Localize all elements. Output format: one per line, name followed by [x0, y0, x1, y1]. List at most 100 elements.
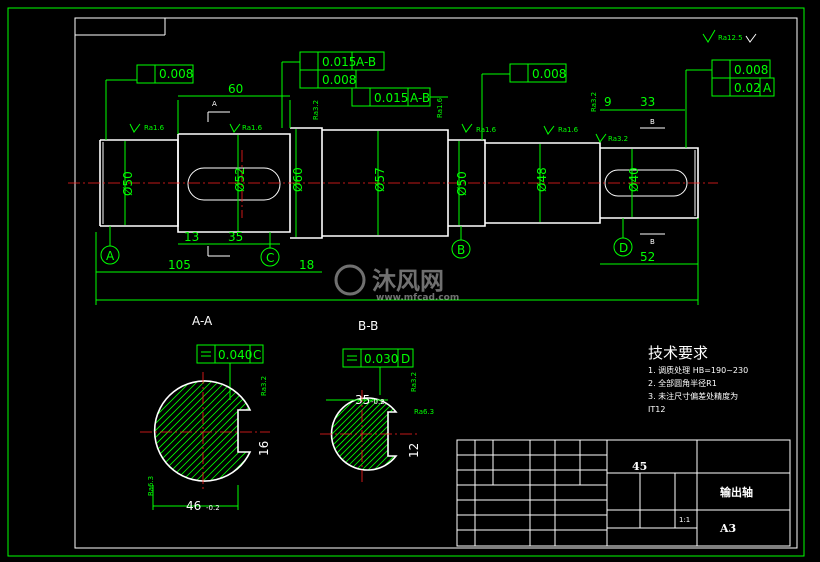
title-part-name: 输出轴 — [720, 485, 753, 499]
svg-text:A: A — [212, 100, 217, 108]
svg-text:Ø40: Ø40 — [627, 167, 641, 192]
svg-text:60: 60 — [228, 82, 243, 96]
hatch-line — [339, 398, 396, 470]
svg-text:Ra3.2: Ra3.2 — [590, 92, 598, 112]
title-scale: 1:1 — [679, 516, 690, 524]
svg-text:35: 35 — [228, 230, 243, 244]
title-material: 45 — [632, 460, 647, 473]
svg-text:A-B: A-B — [356, 55, 376, 69]
svg-text:Ø50: Ø50 — [455, 171, 469, 196]
roughness-labels: Ra1.6 Ra1.6 Ra3.2 Ra1.6 Ra1.6 Ra1.6 Ra3.… — [129, 92, 628, 143]
hatch-line — [331, 398, 359, 470]
svg-text:13: 13 — [184, 230, 199, 244]
svg-text:D: D — [619, 241, 628, 255]
requirement-3: 3. 未注尺寸偏差处精度为 — [648, 391, 738, 401]
hatch-line — [244, 396, 322, 474]
svg-text:Ra12.5: Ra12.5 — [718, 34, 743, 42]
hatch-line — [226, 381, 250, 481]
hatch-line — [331, 398, 383, 470]
svg-text:0.008: 0.008 — [734, 63, 768, 77]
hatch-line — [154, 381, 242, 481]
svg-text:Ra6.3: Ra6.3 — [414, 408, 434, 416]
gtol-left: 0.008 — [105, 64, 194, 140]
hatch-line — [154, 381, 207, 481]
svg-text:52: 52 — [640, 250, 655, 264]
hatch-line — [154, 381, 214, 481]
hatch-line — [333, 398, 396, 470]
hatch-line — [331, 398, 371, 470]
svg-text:C: C — [266, 251, 274, 265]
gtol-far-right: 0.008 0.02 A — [685, 59, 775, 148]
hatch-line — [233, 381, 250, 481]
svg-text:Ra1.6: Ra1.6 — [436, 97, 444, 118]
hatch-line — [177, 381, 250, 481]
hatch-line — [250, 396, 328, 474]
svg-text:0.015: 0.015 — [322, 55, 356, 69]
hatch-line — [331, 398, 377, 470]
hatch-line — [170, 381, 250, 481]
watermark-logo-icon — [334, 264, 366, 296]
svg-text:Ø52: Ø52 — [233, 167, 247, 192]
svg-text:Ø48: Ø48 — [535, 167, 549, 192]
section-aa-tolerance: 0.040 C — [196, 344, 264, 400]
section-bb-view: 35 -0.2 12 Ra3.2 Ra6.3 — [244, 372, 434, 482]
hatch-line — [331, 398, 347, 470]
svg-text:Ø57: Ø57 — [373, 167, 387, 192]
hatch-line — [331, 398, 353, 470]
svg-text:Ra6.3: Ra6.3 — [147, 476, 155, 496]
hatch-line — [331, 398, 396, 470]
hatch-line — [357, 398, 396, 470]
hatch-line — [363, 398, 396, 470]
svg-text:B: B — [650, 118, 655, 126]
svg-text:35: 35 — [355, 393, 370, 407]
section-bb-tolerance: 0.030 D — [342, 348, 414, 395]
requirement-3-cont: IT12 — [648, 405, 665, 414]
hatch-line — [331, 398, 389, 470]
svg-text:12: 12 — [407, 443, 421, 458]
svg-text:0.02: 0.02 — [734, 81, 761, 95]
technical-requirements: 技术要求 1. 调质处理 HB=190~230 2. 全部圆角半径R1 3. 未… — [648, 344, 748, 414]
title-sheet-size: A3 — [719, 522, 736, 535]
svg-text:46: 46 — [186, 499, 201, 513]
svg-text:0.008: 0.008 — [532, 67, 566, 81]
hatch-line — [154, 381, 179, 481]
svg-text:0.030: 0.030 — [364, 352, 398, 366]
hatch-line — [154, 381, 193, 481]
svg-text:Ra1.6: Ra1.6 — [242, 124, 263, 132]
hatch-line — [154, 381, 228, 481]
sheet-roughness-symbol: Ra12.5 — [702, 29, 757, 43]
svg-text:Ra3.2: Ra3.2 — [608, 135, 628, 143]
hatch-line — [219, 381, 250, 481]
svg-text:Ø50: Ø50 — [121, 171, 135, 196]
svg-text:16: 16 — [257, 441, 271, 456]
title-block: 45 输出轴 A3 1:1 — [456, 439, 791, 547]
section-mark-b: B B — [640, 118, 665, 246]
hatch-line — [154, 381, 249, 481]
svg-text:Ra3.2: Ra3.2 — [410, 372, 418, 392]
svg-text:www.mfcad.com: www.mfcad.com — [376, 293, 459, 303]
section-aa-view: 46 -0.2 16 Ra3.2 Ra6.3 — [45, 372, 271, 513]
hatch-line — [212, 381, 250, 481]
svg-text:C: C — [253, 348, 261, 362]
svg-text:A-B: A-B — [410, 91, 430, 105]
horizontal-dimensions: 60 33 9 105 18 52 13 35 — [95, 82, 699, 305]
hatch-line — [154, 381, 221, 481]
datum-b: B — [451, 226, 471, 259]
hatch-line — [331, 398, 365, 470]
requirement-2: 2. 全部圆角半径R1 — [648, 378, 717, 388]
svg-text:Ra1.6: Ra1.6 — [558, 126, 579, 134]
hatch-line — [375, 398, 396, 470]
svg-text:Ra3.2: Ra3.2 — [260, 376, 268, 396]
svg-text:105: 105 — [168, 258, 191, 272]
hatch-line — [331, 398, 395, 470]
svg-text:0.008: 0.008 — [159, 67, 193, 81]
hatch-line — [45, 380, 150, 485]
section-bb-label: B-B — [358, 319, 378, 333]
svg-text:-0.2: -0.2 — [371, 398, 385, 406]
section-mark-a: A — [207, 100, 230, 257]
hatch-line — [369, 398, 396, 470]
svg-text:Ø60: Ø60 — [291, 167, 305, 192]
hatch-line — [331, 398, 341, 470]
